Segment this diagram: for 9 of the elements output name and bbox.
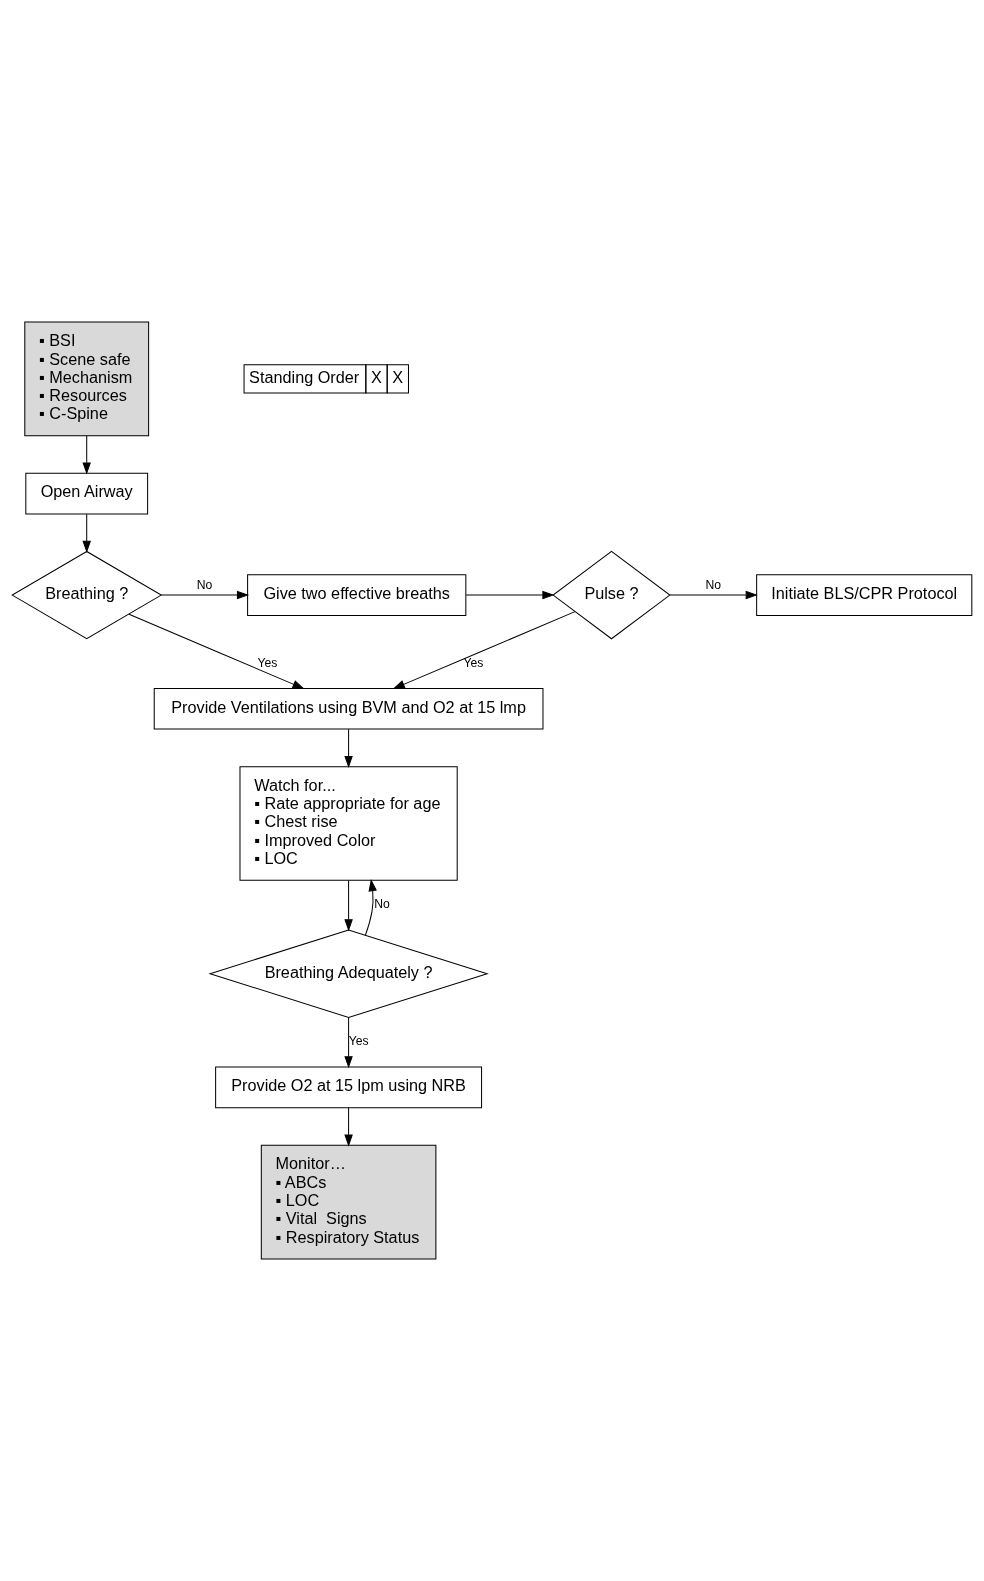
edge-label: Yes (257, 655, 278, 670)
edge-label: Yes (348, 1034, 369, 1049)
edge-label: Yes (463, 655, 484, 670)
edge-label: No (374, 897, 390, 912)
edge-label: No (196, 577, 213, 592)
label: X (392, 367, 404, 386)
edge-label: No (705, 577, 722, 592)
label: X (370, 367, 382, 386)
label: Standing Order (249, 367, 360, 386)
